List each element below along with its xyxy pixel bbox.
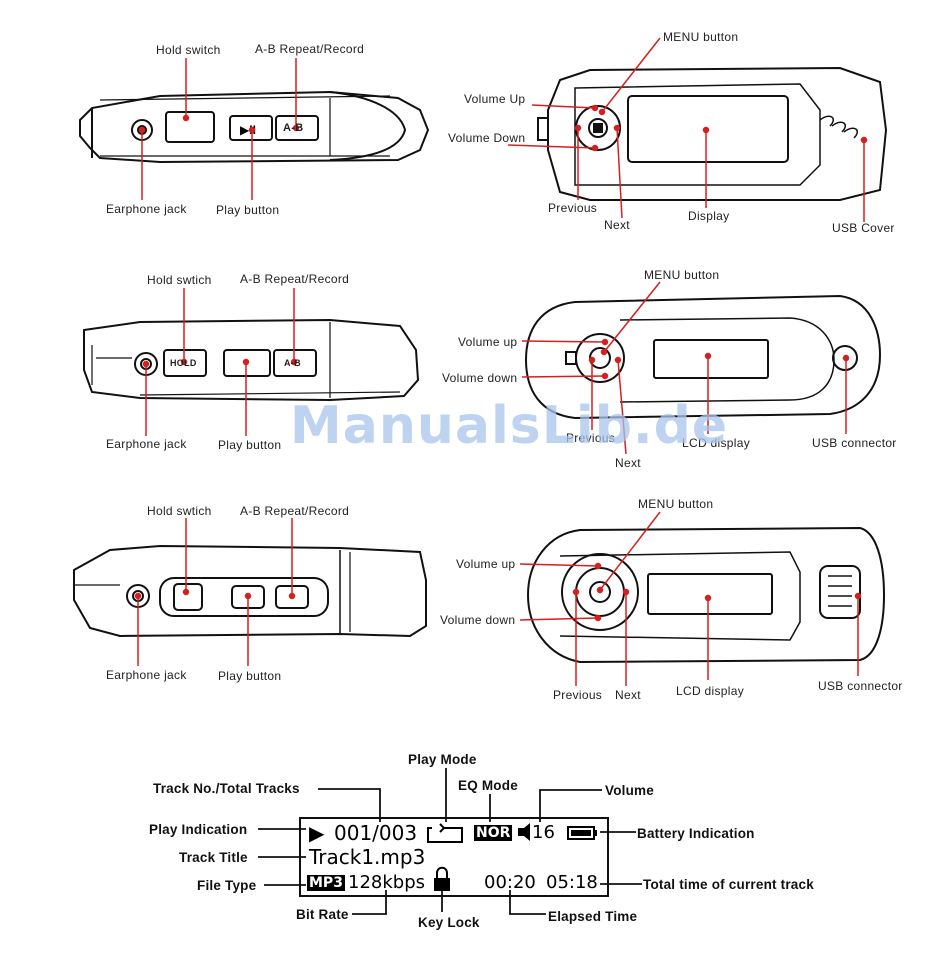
label-usb-connector-3: USB connector xyxy=(818,679,903,693)
label-play-indication: Play Indication xyxy=(149,822,248,837)
label-volume-down-1: Volume Down xyxy=(448,131,526,145)
label-previous-2: Previous xyxy=(566,431,616,445)
label-menu-button-1: MENU button xyxy=(663,30,739,44)
label-earphone-jack-2: Earphone jack xyxy=(106,437,187,451)
label-display-1: Display xyxy=(688,209,730,223)
ab-button-text-2: A-B xyxy=(284,358,301,368)
label-volume-down-2: Volume down xyxy=(442,371,518,385)
label-volume-up-1: Volume Up xyxy=(464,92,526,106)
label-previous-3: Previous xyxy=(553,688,603,702)
elapsed-time-value: 00:20 xyxy=(484,872,536,893)
label-battery-indication: Battery Indication xyxy=(637,826,755,841)
label-ab-repeat-2: A-B Repeat/Record xyxy=(240,272,350,286)
label-usb-connector-2: USB connector xyxy=(812,436,897,450)
label-volume-up-3: Volume up xyxy=(456,557,516,571)
front-view-3 xyxy=(526,526,886,664)
label-track-title: Track Title xyxy=(179,850,248,865)
eq-mode-value: NOR xyxy=(474,825,513,841)
label-volume-up-2: Volume up xyxy=(458,335,518,349)
label-hold-switch-1: Hold switch xyxy=(156,43,221,57)
label-bit-rate: Bit Rate xyxy=(296,907,349,922)
label-ab-repeat-3: A-B Repeat/Record xyxy=(240,504,350,518)
label-ab-repeat-1: A-B Repeat/Record xyxy=(255,42,365,56)
hold-button-text-2: HOLD xyxy=(170,358,197,368)
label-lcd-display-2: LCD display xyxy=(682,436,750,450)
label-next-2: Next xyxy=(615,456,641,470)
volume-value: 16 xyxy=(532,822,555,843)
label-hold-switch-3: Hold swtich xyxy=(147,504,212,518)
front-view-1 xyxy=(537,66,888,201)
label-earphone-jack-1: Earphone jack xyxy=(106,202,187,216)
watermark: ManualsLib.de xyxy=(290,396,729,456)
label-hold-switch-2: Hold swtich xyxy=(147,273,212,287)
label-previous-1: Previous xyxy=(548,201,598,215)
label-key-lock: Key Lock xyxy=(418,915,480,930)
label-play-mode: Play Mode xyxy=(408,752,477,767)
label-volume-down-3: Volume down xyxy=(440,613,516,627)
label-eq-mode: EQ Mode xyxy=(458,778,518,793)
label-play-button-3: Play button xyxy=(218,669,282,683)
label-next-1: Next xyxy=(604,218,630,232)
side-view-2 xyxy=(83,318,420,402)
file-type-value: MP3 xyxy=(307,875,345,891)
label-file-type: File Type xyxy=(197,878,257,893)
label-total-time: Total time of current track xyxy=(643,877,814,892)
label-usb-cover-1: USB Cover xyxy=(832,221,895,235)
label-play-button-2: Play button xyxy=(218,438,282,452)
label-play-button-1: Play button xyxy=(216,203,280,217)
label-next-3: Next xyxy=(615,688,641,702)
track-title: Track1.mp3 xyxy=(309,845,426,869)
file-type-badge: MP3 xyxy=(307,874,345,892)
total-time-value: 05:18 xyxy=(546,872,598,893)
label-lcd-display-3: LCD display xyxy=(676,684,744,698)
side-view-1: ▶II xyxy=(79,90,430,164)
front-view-2 xyxy=(524,294,882,420)
label-menu-button-3: MENU button xyxy=(638,497,714,511)
label-menu-button-2: MENU button xyxy=(644,268,720,282)
label-earphone-jack-3: Earphone jack xyxy=(106,668,187,682)
label-elapsed-time: Elapsed Time xyxy=(548,909,638,924)
bit-rate-value: 128kbps xyxy=(348,872,426,893)
play-indicator-icon: ▶ xyxy=(309,821,325,845)
label-track-no: Track No./Total Tracks xyxy=(153,781,300,796)
track-number: 001/003 xyxy=(334,821,418,845)
eq-mode-badge: NOR xyxy=(474,824,513,842)
ab-button-text-1: A-B xyxy=(283,122,304,134)
side-view-3 xyxy=(73,544,427,638)
label-volume: Volume xyxy=(605,783,654,798)
